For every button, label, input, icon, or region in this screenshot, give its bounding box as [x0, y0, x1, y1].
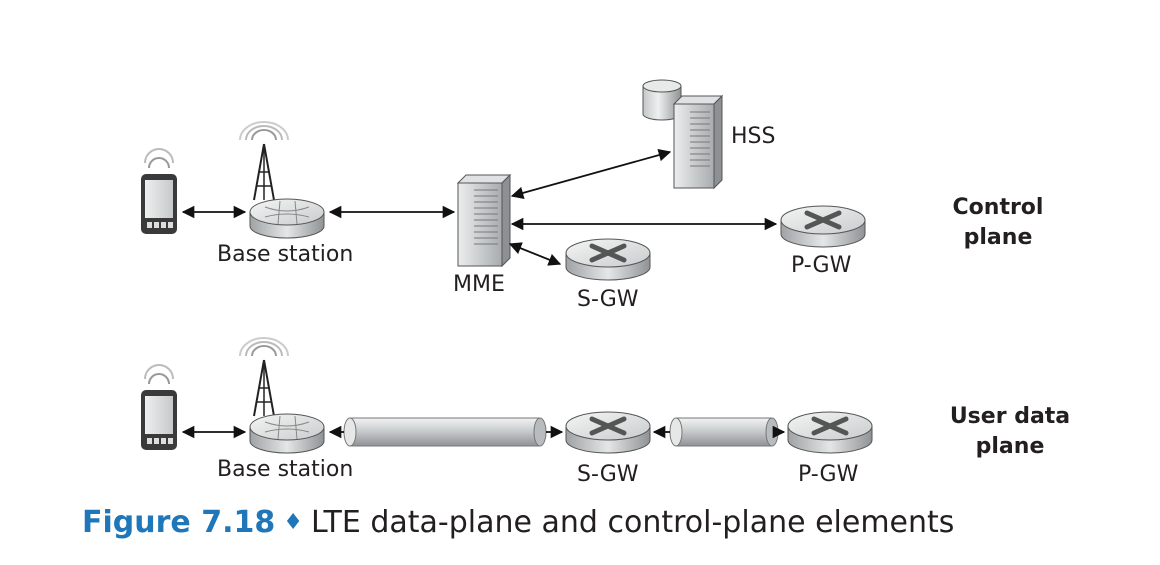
pgw-router-icon	[787, 411, 873, 454]
phone-icon	[141, 364, 177, 450]
user-plane-line2: plane	[975, 434, 1045, 459]
sgw-router-icon	[565, 411, 651, 454]
sgw-label: S-GW	[577, 287, 639, 312]
caption-text: LTE data-plane and control-plane element…	[310, 505, 955, 540]
gtp-tunnel-sgw-pgw	[669, 417, 779, 447]
base-station-tower-icon	[239, 121, 289, 201]
figure-number: Figure 7.18	[82, 505, 276, 540]
caption-separator: ♦	[283, 510, 303, 535]
control-plane-label: Control plane	[918, 193, 1078, 253]
figure-caption: Figure 7.18 ♦ LTE data-plane and control-p…	[82, 505, 954, 540]
pgw-label: P-GW	[798, 462, 859, 487]
pgw-label: P-GW	[791, 253, 852, 278]
sgw-label: S-GW	[577, 462, 639, 487]
control-plane-arrows	[181, 148, 778, 266]
gtp-tunnel-bs-sgw	[343, 417, 547, 447]
control-plane-line1: Control	[952, 195, 1044, 220]
base-station-icon	[249, 198, 325, 239]
mme-server-icon	[456, 173, 512, 268]
base-station-label: Base station	[217, 457, 354, 482]
arrow-mme-sgw	[508, 242, 562, 266]
control-plane-line2: plane	[963, 225, 1033, 250]
base-station-tower-icon	[239, 337, 289, 417]
hss-database-icon	[642, 79, 682, 121]
arrow-mme-hss	[510, 148, 672, 200]
pgw-router-icon	[780, 205, 866, 248]
sgw-router-icon	[565, 238, 651, 281]
base-station-label: Base station	[217, 242, 354, 267]
phone-icon	[141, 148, 177, 234]
hss-server-icon	[672, 94, 724, 190]
hss-label: HSS	[731, 124, 776, 149]
mme-label: MME	[453, 272, 505, 297]
user-plane-line1: User data	[949, 404, 1071, 429]
user-data-plane-label: User data plane	[930, 402, 1090, 462]
base-station-icon	[249, 413, 325, 454]
